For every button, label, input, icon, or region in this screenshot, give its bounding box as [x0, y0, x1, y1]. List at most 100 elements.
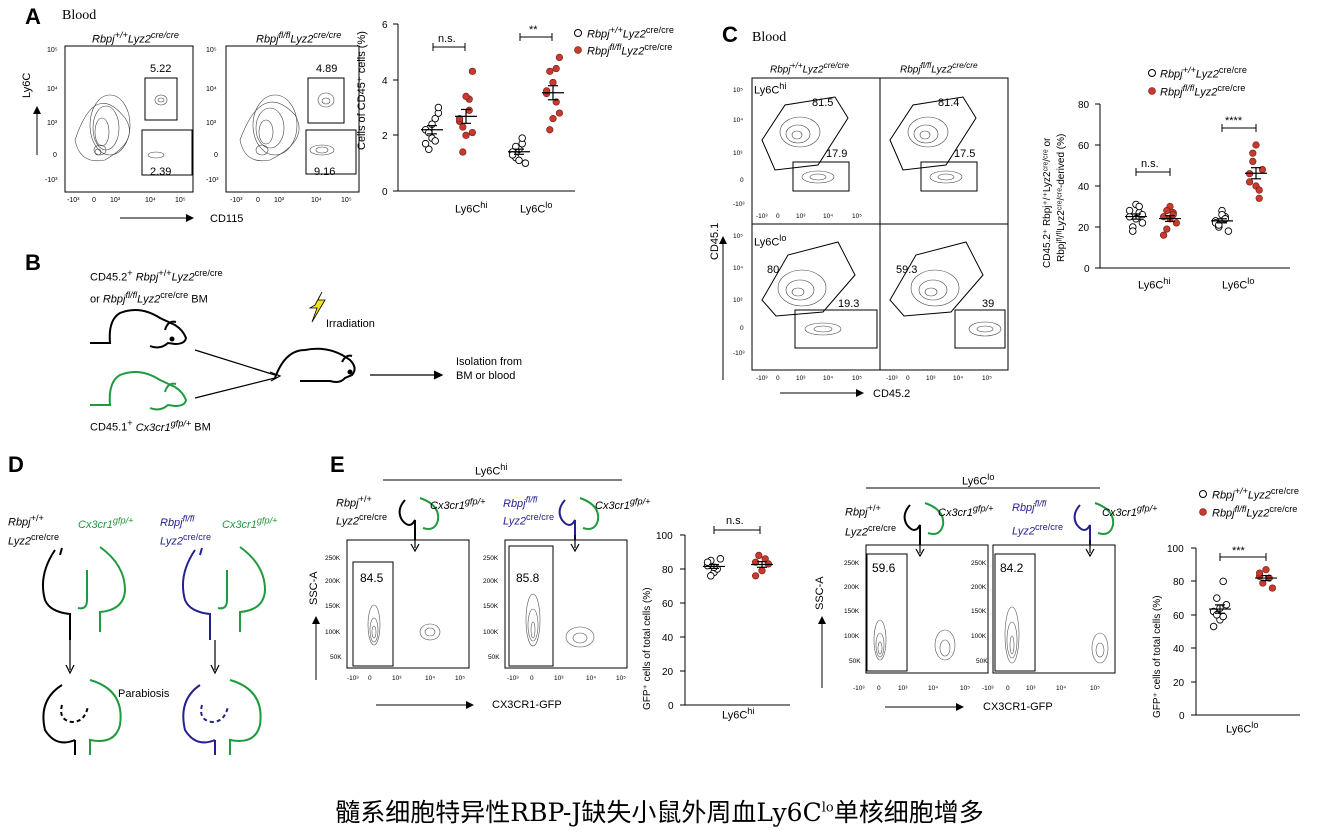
data-point — [512, 142, 520, 151]
svg-text:n.s.: n.s. — [726, 515, 744, 527]
legend-top-c — [1148, 69, 1156, 95]
data-point — [707, 572, 715, 580]
panel-b-irradiation: Irradiation — [326, 318, 375, 330]
svg-text:0: 0 — [368, 675, 372, 682]
svg-text:10⁵: 10⁵ — [852, 213, 862, 220]
data-point — [1249, 149, 1257, 157]
data-point — [431, 114, 439, 123]
svg-text:10⁴: 10⁴ — [47, 86, 58, 93]
data-point — [1213, 594, 1221, 602]
panel-e-dotplot-hi: 0 20 40 60 80 100 n.s. — [656, 515, 790, 712]
svg-text:10⁴: 10⁴ — [733, 117, 743, 124]
svg-text:0: 0 — [1006, 685, 1010, 692]
svg-text:10⁴: 10⁴ — [733, 265, 743, 272]
panel-a-cat-lo: Ly6Clo — [520, 200, 553, 216]
svg-text:-10³: -10³ — [982, 685, 994, 692]
svg-text:10⁵: 10⁵ — [733, 233, 743, 240]
svg-text:10⁴: 10⁴ — [206, 86, 217, 93]
data-point — [1219, 577, 1227, 586]
gate-a1-hi: 5.22 — [150, 63, 171, 75]
panel-b-donor1: CD45.2+ Rbpj+/+Lyz2cre/cre — [90, 268, 223, 284]
svg-text:-10³: -10³ — [853, 685, 865, 692]
svg-text:10³: 10³ — [733, 297, 743, 304]
data-point — [515, 156, 523, 165]
panel-e-dotplot-lo: 0 20 40 60 80 100 *** — [1167, 544, 1300, 722]
legend-c-ko: Rbpjfl/flLyz2cre/cre — [1160, 83, 1246, 99]
panel-d-parabiosis: Parabiosis — [118, 688, 170, 700]
panel-c-row1-label: Ly6Chi — [754, 81, 787, 97]
data-point — [521, 159, 530, 167]
legend-top-a — [574, 29, 582, 54]
data-point — [1135, 202, 1143, 211]
data-point — [1245, 178, 1254, 186]
svg-text:Rbpjᶠˡ/ᶠˡLyz2ᶜʳᵉ/ᶜʳᵉ-derived (: Rbpjᶠˡ/ᶠˡLyz2ᶜʳᵉ/ᶜʳᵉ-derived (%) — [1056, 134, 1067, 262]
data-point — [549, 78, 557, 87]
e-lo-partner-2: Cx3cr1gfp/+ — [1102, 503, 1158, 519]
svg-text:100K: 100K — [844, 633, 860, 640]
data-point — [758, 567, 766, 575]
panel-c-dot-ylabel: CD45.2⁺ Rbpj⁺/⁺Lyz2ᶜʳᵉ/ᶜʳᵉ or Rbpjᶠˡ/ᶠˡL… — [1042, 134, 1067, 268]
data-point — [555, 109, 564, 117]
e-lo-cat: Ly6Clo — [1226, 720, 1259, 736]
svg-text:n.s.: n.s. — [1141, 158, 1159, 170]
svg-text:10⁵: 10⁵ — [852, 375, 862, 382]
data-point — [434, 103, 443, 112]
e-hi-partner-2: Cx3cr1gfp/+ — [595, 496, 651, 512]
svg-text:0: 0 — [877, 685, 881, 692]
figure-caption: 髓系细胞特异性RBP-J缺失小鼠外周血Ly6Clo单核细胞增多 — [335, 798, 984, 827]
svg-text:10⁴: 10⁴ — [586, 675, 596, 682]
data-point — [546, 126, 554, 134]
panel-b-isolation-1: Isolation from — [456, 356, 523, 368]
panel-d-partner-left: Cx3cr1gfp/+ — [78, 515, 134, 531]
e-hi-partner-1: Cx3cr1gfp/+ — [430, 496, 486, 512]
svg-text:150K: 150K — [971, 608, 987, 615]
data-point — [1268, 584, 1276, 592]
svg-text:250K: 250K — [971, 560, 987, 567]
svg-text:10³: 10³ — [796, 375, 806, 382]
svg-text:10⁴: 10⁴ — [953, 375, 963, 382]
svg-text:20: 20 — [1173, 678, 1185, 689]
svg-text:0: 0 — [256, 197, 260, 204]
svg-text:0: 0 — [530, 675, 534, 682]
e-lo-ko-2: Lyz2cre/cre — [1012, 522, 1064, 538]
svg-text:100K: 100K — [483, 629, 499, 636]
data-point — [1209, 622, 1218, 631]
data-point — [465, 106, 473, 114]
svg-text:10⁴: 10⁴ — [425, 675, 435, 682]
data-point — [462, 131, 470, 139]
panel-e-flow — [346, 539, 1116, 674]
svg-text:0: 0 — [92, 197, 96, 204]
svg-text:150K: 150K — [325, 603, 341, 610]
panel-a-cat-hi: Ly6Chi — [455, 200, 488, 216]
panel-c-dotplot: 0 20 40 60 80 n.s. **** — [1078, 100, 1290, 275]
e-hi-wt-1: Rbpj+/+ — [336, 494, 372, 510]
legend-a-wt: Rbpj+/+Lyz2cre/cre — [587, 25, 674, 41]
data-point — [1255, 194, 1263, 202]
svg-text:10⁵: 10⁵ — [455, 675, 465, 682]
svg-text:80: 80 — [1078, 100, 1090, 111]
svg-text:17.5: 17.5 — [954, 148, 975, 160]
svg-text:200K: 200K — [325, 578, 341, 585]
svg-text:10³: 10³ — [392, 675, 402, 682]
panel-a-plot1-title: Rbpj+/+Lyz2cre/cre — [92, 30, 179, 46]
svg-text:-10³: -10³ — [756, 213, 768, 220]
panel-d-left-genotype: Rbpj+/+ — [8, 513, 44, 529]
data-point — [1125, 206, 1134, 215]
e-lo-wt-2: Lyz2cre/cre — [845, 523, 897, 539]
e-hi-dot-ylabel: GFP⁺ cells of total cells (%) — [642, 587, 653, 710]
panel-c-source: Blood — [752, 30, 787, 45]
data-point — [1219, 612, 1227, 621]
svg-text:10³: 10³ — [733, 150, 743, 157]
svg-text:0: 0 — [1084, 264, 1090, 275]
svg-text:CX3CR1-GFP: CX3CR1-GFP — [492, 699, 562, 711]
svg-text:10³: 10³ — [554, 675, 564, 682]
data-point — [716, 555, 725, 563]
data-point — [462, 92, 470, 100]
svg-text:80: 80 — [662, 565, 674, 576]
panel-e-mouse-icons — [398, 497, 1115, 558]
svg-text:-10³: -10³ — [45, 177, 58, 184]
data-point — [1213, 611, 1221, 619]
svg-text:80: 80 — [767, 264, 779, 276]
